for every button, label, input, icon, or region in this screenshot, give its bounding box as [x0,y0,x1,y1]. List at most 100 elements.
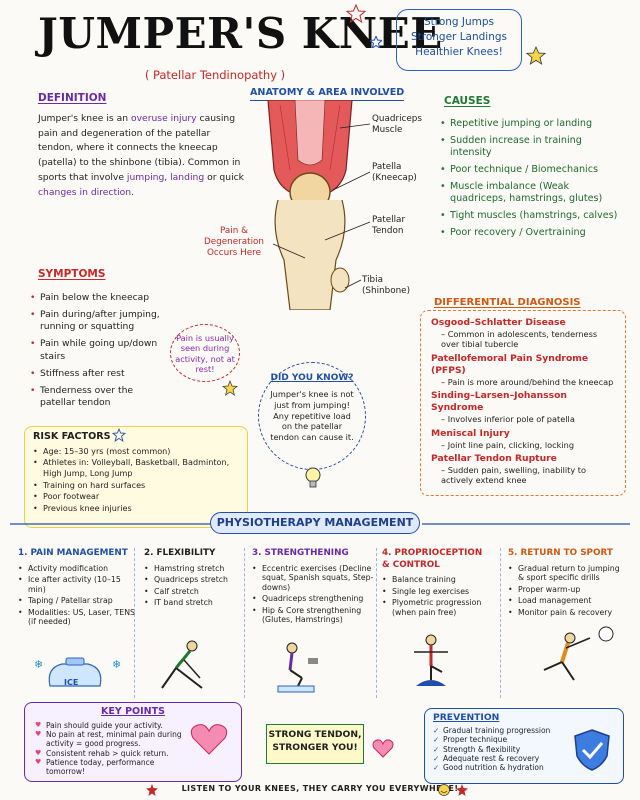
list-item: Hip & Core strengthening (Glutes, Hamstr… [252,606,376,625]
shield-icon [574,729,610,771]
star-icon [146,784,158,796]
physio-heading: PHYSIOTHERAPY MANAGEMENT [210,512,420,534]
label-line: (Shinbone) [362,285,410,296]
diagnosis-name: Osgood–Schlatter Disease [431,317,566,328]
list-item: Good nutrition & hydration [433,763,573,773]
symptoms-heading: SYMPTOMS [38,268,106,280]
diagnosis-name: Patellofemoral Pain Syndrome (PFPS) [431,352,589,376]
list-item: Pain should guide your activity. [35,721,195,730]
diagnosis-desc: Pain is more around/behind the kneecap [431,377,615,387]
ice-pack-icon [48,657,102,687]
column-divider [500,548,501,698]
list-item: Eccentric exercises (Decline squat, Span… [252,564,376,593]
definition-part: causing pain and degeneration of the pat… [38,113,241,183]
list-item: Pain during/after jumping, running or sq… [30,309,170,333]
definition-heading: DEFINITION [38,92,107,104]
list-item: Hamstring stretch [144,564,240,574]
label-tendon: Patellar Tendon [372,215,406,236]
causes-heading: CAUSES [444,95,491,107]
definition-highlight: landing [170,171,205,183]
leader-lines [272,123,371,289]
list-item: Balance training [382,575,492,585]
diagnosis-name: Meniscal Injury [431,427,510,439]
list-item: Pain below the kneecap [30,292,170,304]
list-item: Repetitive jumping or landing [440,118,624,131]
list-item: Age: 15–30 yrs (most common) [33,446,239,457]
list-item: Stiffness after rest [30,368,170,380]
risk-factors-heading: RISK FACTORS [33,431,111,442]
page-subtitle: ( Patellar Tendinopathy ) [144,68,286,82]
causes-list: Repetitive jumping or landing Sudden inc… [440,118,624,243]
list-item: Adequate rest & recovery [433,754,573,764]
list-item: Gradual return to jumping & sport specif… [508,564,626,583]
list-item: Tight muscles (hamstrings, calves) [440,210,624,223]
did-you-know-heading: DID YOU KNOW? [270,373,354,383]
diagnosis-name: Sinding–Larsen–Johansson Syndrome [431,390,567,414]
prevention-heading: PREVENTION [433,712,500,723]
list-item: IT band stretch [144,598,240,608]
star-icon [526,46,546,65]
column-list: Hamstring stretch Quadriceps stretch Cal… [144,564,240,608]
symptoms-callout: Pain is usually seen during activity, no… [170,324,240,382]
balance-figure-icon [414,634,448,686]
tagline-line: Healthier Knees! [415,45,503,58]
did-you-know-box: DID YOU KNOW? Jumper's knee is not just … [258,362,366,470]
tagline-line: Stronger Landings [410,30,508,43]
heart-icon [190,724,228,755]
list-item: Strength & flexibility [433,745,573,755]
list-item: Poor recovery / Overtraining [440,227,624,240]
column-title: 1. PAIN MANAGEMENT [18,548,128,558]
squat-figure-icon [277,642,318,693]
star-icon [456,784,468,796]
snowflake-icon: ❄ [112,658,122,671]
list-item: Consistent rehab > quick return. [35,749,195,758]
column-divider [134,548,135,698]
list-item: Previous knee injuries [33,503,239,514]
column-divider [244,548,245,698]
list-item: No pain at rest, minimal pain during act… [35,730,195,749]
diagnosis-name: Patellar Tendon Rupture [431,453,557,465]
column-list: Balance training Single leg exercises Pl… [382,575,492,617]
label-line: Degeneration [203,236,265,247]
physio-column-1: 1. PAIN MANAGEMENT Activity modification… [18,548,136,696]
definition-highlight: changes in direction [38,186,132,198]
column-list: Gradual return to jumping & sport specif… [508,564,626,618]
label-tibia: Tibia(Shinbone) [362,275,410,297]
star-icon [222,380,238,396]
slogan-line: STRONG TENDON, [268,729,362,740]
column-title: 5. RETURN TO SPORT [508,548,613,558]
list-item: Athletes in: Volleyball, Basketball, Bad… [33,457,239,478]
list-item: Activity modification [18,564,136,574]
list-item: Proper technique [433,735,573,745]
list-item: Taping / Patellar strap [18,596,136,606]
slogan-box: STRONG TENDON, STRONGER YOU! [266,724,364,764]
lightbulb-icon [305,467,321,488]
key-points-list: Pain should guide your activity. No pain… [35,721,195,777]
diagnosis-desc: Sudden pain, swelling, inability to acti… [431,465,615,486]
list-item: Muscle imbalance (Weak quadriceps, hamst… [440,181,624,206]
label-line: Patella [372,162,402,172]
differential-box: Osgood–Schlatter Disease Common in adole… [420,310,626,496]
label-line: Tibia [362,275,383,285]
list-item: Calf stretch [144,587,240,597]
list-item: Plyometric progression (when pain free) [382,598,492,617]
list-item: Ice after activity (10–15 min) [18,575,136,594]
definition-part: . [131,186,134,198]
definition-part: , [164,171,171,183]
slogan-line: STRONGER YOU! [272,741,358,753]
key-points-heading: KEY POINTS [101,706,165,717]
definition-part: or quick [204,171,244,183]
diagnosis-desc: Involves inferior pole of patella [431,414,615,424]
sparkle-icon [370,36,382,48]
definition-highlight: overuse injury [130,113,197,124]
physio-column-3: 3. STRENGTHENING Eccentric exercises (De… [252,548,376,696]
did-you-know-text: Jumper's knee is not just from jumping! … [270,388,354,443]
diagnosis-desc: Joint line pain, clicking, locking [431,440,615,450]
list-item: Patience today, performance tomorrow! [35,758,195,777]
label-line: Occurs Here [206,247,262,258]
physio-column-2: 2. FLEXIBILITY Hamstring stretch Quadric… [144,548,240,696]
snowflake-icon: ❄ [34,658,44,671]
tagline-box: Strong Jumps Stronger Landings Healthier… [396,9,522,71]
list-item: Training on hard surfaces [33,480,239,491]
